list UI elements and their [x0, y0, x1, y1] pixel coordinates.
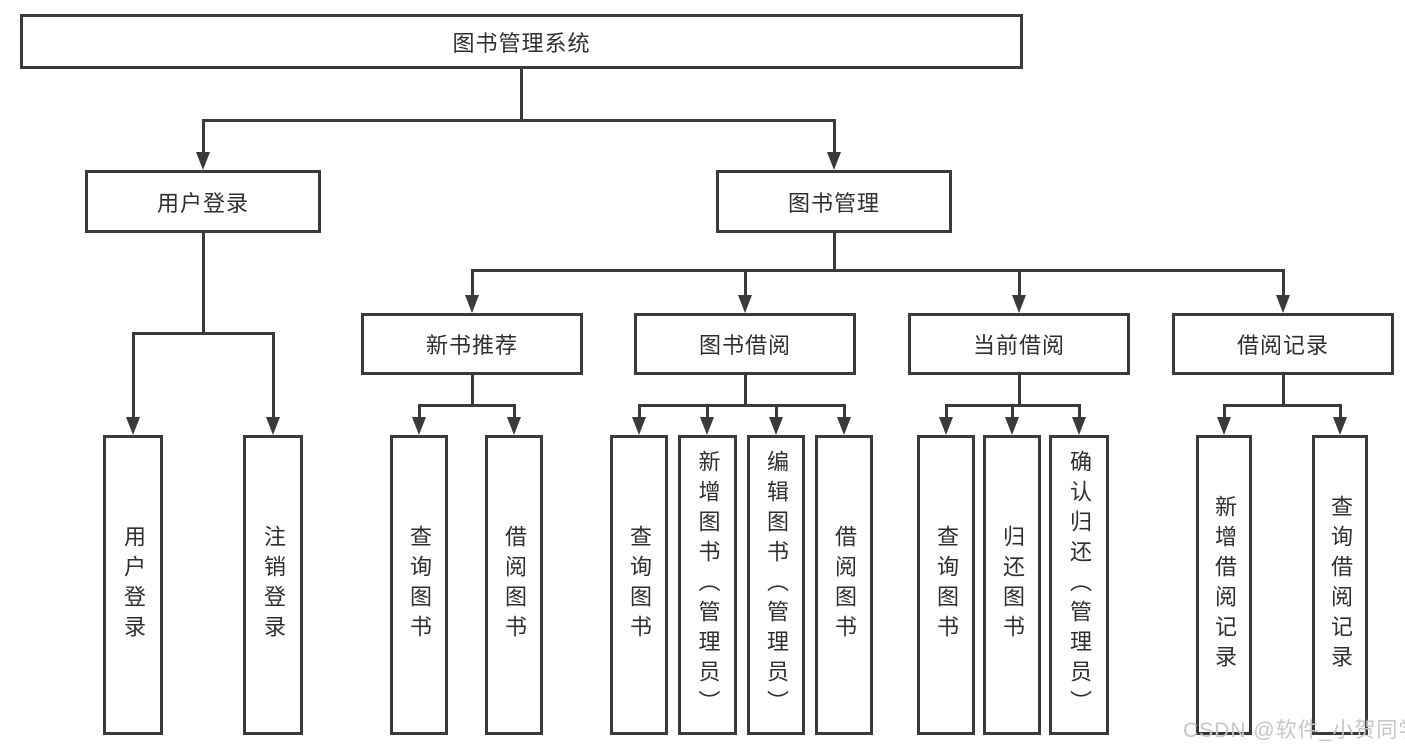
- arrowhead-down-icon: [412, 417, 426, 435]
- connector-vertical: [201, 233, 205, 334]
- leaf-logout: 注销登录: [243, 435, 303, 735]
- connector-arrow-stem: [944, 404, 948, 425]
- connector-arrow-stem: [1017, 270, 1021, 303]
- node-label: 用户登录: [156, 190, 249, 216]
- arrowhead-down-icon: [1333, 417, 1347, 435]
- connector-arrow-stem: [774, 404, 778, 425]
- arrowhead-down-icon: [1012, 295, 1026, 313]
- arrowhead-down-icon: [738, 295, 752, 313]
- connector-arrow-stem: [1010, 404, 1014, 425]
- node-label: 借阅图书: [832, 525, 857, 645]
- connector-arrow-stem: [1338, 404, 1342, 425]
- connector-vertical: [519, 69, 523, 121]
- connector-arrow-stem: [743, 270, 747, 303]
- arrowhead-down-icon: [837, 417, 851, 435]
- node-book-borrow: 图书借阅: [634, 313, 856, 375]
- node-borrow-records: 借阅记录: [1172, 313, 1394, 375]
- connector-horizontal: [417, 403, 516, 407]
- arrowhead-down-icon: [196, 152, 210, 170]
- node-label: 归还图书: [1000, 525, 1025, 645]
- connector-horizontal: [1222, 403, 1342, 407]
- arrowhead-down-icon: [700, 417, 714, 435]
- node-label: 查询借阅记录: [1328, 495, 1353, 675]
- node-label: 当前借阅: [972, 333, 1065, 358]
- connector-arrow-stem: [842, 404, 846, 425]
- arrowhead-down-icon: [465, 295, 479, 313]
- connector-arrow-stem: [131, 333, 135, 425]
- connector-horizontal: [470, 268, 1285, 272]
- node-label: 图书借阅: [698, 333, 791, 358]
- leaf-borrow-add-book-admin: 新增图书（管理员）: [678, 435, 737, 735]
- node-root-library-system: 图书管理系统: [20, 14, 1023, 69]
- connector-arrow-stem: [271, 333, 275, 425]
- connector-arrow-stem: [512, 404, 516, 425]
- connector-arrow-stem: [1281, 270, 1285, 303]
- node-label: 新增借阅记录: [1212, 495, 1237, 675]
- leaf-records-add-record: 新增借阅记录: [1196, 435, 1252, 735]
- arrowhead-down-icon: [1217, 417, 1231, 435]
- connector-arrow-stem: [1222, 404, 1226, 425]
- arrowhead-down-icon: [507, 417, 521, 435]
- node-label: 图书管理: [787, 190, 880, 216]
- leaf-current-query-book: 查询图书: [917, 435, 975, 735]
- arrowhead-down-icon: [827, 152, 841, 170]
- leaf-current-return-book: 归还图书: [983, 435, 1041, 735]
- connector-horizontal: [201, 118, 836, 122]
- node-label: 查询图书: [627, 525, 652, 645]
- node-user-login: 用户登录: [85, 170, 321, 233]
- node-label: 借阅图书: [502, 525, 527, 645]
- node-new-book-recommend: 新书推荐: [361, 313, 583, 375]
- node-label: 查询图书: [407, 525, 432, 645]
- node-label: 确认归还（管理员）: [1067, 450, 1092, 720]
- leaf-recommend-borrow-book: 借阅图书: [485, 435, 543, 735]
- leaf-recommend-query-book: 查询图书: [390, 435, 448, 735]
- connector-vertical: [1281, 375, 1285, 406]
- connector-arrow-stem: [705, 404, 709, 425]
- node-label: 新书推荐: [425, 333, 518, 358]
- node-label: 用户登录: [121, 525, 146, 645]
- leaf-borrow-query-book: 查询图书: [610, 435, 668, 735]
- leaf-records-query-record: 查询借阅记录: [1312, 435, 1368, 735]
- arrowhead-down-icon: [266, 417, 280, 435]
- node-label: 编辑图书（管理员）: [764, 450, 789, 720]
- connector-vertical: [1017, 375, 1021, 406]
- node-label: 注销登录: [261, 525, 286, 645]
- leaf-current-confirm-return-admin: 确认归还（管理员）: [1049, 435, 1109, 735]
- node-current-borrow: 当前借阅: [908, 313, 1130, 375]
- connector-arrow-stem: [637, 404, 641, 425]
- arrowhead-down-icon: [126, 417, 140, 435]
- connector-arrow-stem: [832, 120, 836, 160]
- node-label: 图书管理系统: [452, 30, 591, 56]
- node-label: 借阅记录: [1236, 333, 1329, 358]
- node-label: 新增图书（管理员）: [695, 450, 721, 720]
- arrowhead-down-icon: [1072, 417, 1086, 435]
- connector-arrow-stem: [201, 120, 205, 160]
- node-label: 查询图书: [934, 525, 959, 645]
- connector-arrow-stem: [470, 270, 474, 303]
- arrowhead-down-icon: [769, 417, 783, 435]
- connector-arrow-stem: [417, 404, 421, 425]
- arrowhead-down-icon: [1276, 295, 1290, 313]
- leaf-borrow-edit-book-admin: 编辑图书（管理员）: [747, 435, 805, 735]
- leaf-borrow-borrow-book: 借阅图书: [815, 435, 873, 735]
- arrowhead-down-icon: [1005, 417, 1019, 435]
- connector-horizontal: [131, 331, 275, 335]
- connector-vertical: [743, 375, 747, 406]
- connector-arrow-stem: [1077, 404, 1081, 425]
- watermark: CSDN @软件_小贺同学: [1183, 719, 1405, 742]
- connector-vertical: [470, 375, 474, 406]
- leaf-user-login: 用户登录: [103, 435, 163, 735]
- arrowhead-down-icon: [939, 417, 953, 435]
- node-book-management: 图书管理: [716, 170, 952, 233]
- connector-vertical: [832, 233, 836, 271]
- connector-horizontal: [637, 403, 846, 407]
- arrowhead-down-icon: [632, 417, 646, 435]
